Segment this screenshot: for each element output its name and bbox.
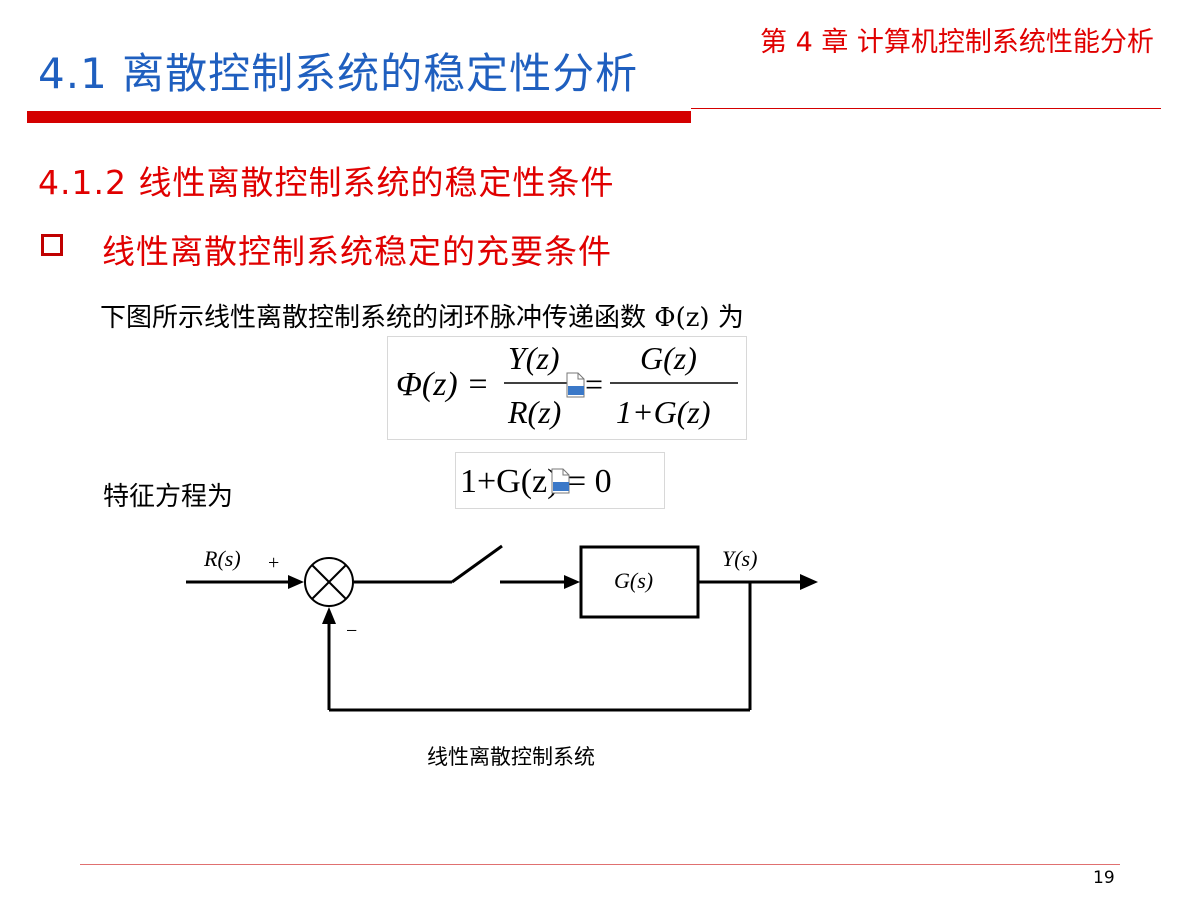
square-bullet-icon bbox=[41, 234, 63, 256]
subsection-title: 4.1.2 线性离散控制系统的稳定性条件 bbox=[38, 163, 615, 202]
output-label: Y(s) bbox=[722, 546, 757, 571]
footer-divider bbox=[80, 864, 1120, 865]
sampler-switch bbox=[451, 544, 503, 584]
fraction1-numerator: Y(z) bbox=[508, 340, 560, 376]
equation-lhs: Φ(z) = bbox=[396, 366, 489, 403]
plant-block bbox=[579, 545, 700, 619]
transfer-function-svg: Φ(z) = Y(z) R(z) = G(z) 1+G(z) bbox=[396, 340, 738, 430]
fraction2-numerator: G(z) bbox=[640, 340, 697, 376]
summing-cross-b bbox=[311, 564, 347, 600]
header-divider bbox=[691, 108, 1161, 109]
plus-sign: + bbox=[268, 552, 279, 574]
characteristic-equation-text: 1+G(z) = 0 bbox=[460, 463, 612, 500]
section-title: 4.1 离散控制系统的稳定性分析 bbox=[38, 49, 639, 98]
input-label: R(s) bbox=[203, 546, 241, 571]
diagram-caption: 线性离散控制系统 bbox=[427, 745, 595, 769]
intro-suffix: 为 bbox=[709, 303, 744, 333]
intro-symbol: Φ(z) bbox=[654, 303, 710, 333]
characteristic-equation-label: 特征方程为 bbox=[103, 482, 234, 512]
fraction1-denominator: R(z) bbox=[507, 394, 561, 430]
ole-object-icon bbox=[551, 468, 570, 494]
page-number: 19 bbox=[1093, 868, 1115, 888]
block-input-arrowhead bbox=[564, 575, 580, 589]
output-arrowhead bbox=[800, 574, 818, 590]
characteristic-equation-svg: 1+G(z) = 0 bbox=[460, 463, 612, 500]
input-arrowhead bbox=[288, 575, 304, 589]
ole-object-icon bbox=[566, 372, 585, 398]
plant-block-label: G(s) bbox=[614, 568, 653, 593]
header-red-bar bbox=[27, 111, 691, 123]
chapter-title: 第 4 章 计算机控制系统性能分析 bbox=[760, 27, 1154, 58]
fraction2-denominator: 1+G(z) bbox=[616, 394, 710, 430]
intro-sentence: 下图所示线性离散控制系统的闭环脉冲传递函数 Φ(z) 为 bbox=[100, 297, 744, 334]
minus-sign: − bbox=[346, 620, 357, 642]
equation-equals: = bbox=[585, 366, 603, 402]
feedback-arrowhead bbox=[322, 607, 336, 624]
bullet-heading: 线性离散控制系统稳定的充要条件 bbox=[102, 232, 612, 271]
transfer-function-equation[interactable]: Φ(z) = Y(z) R(z) = G(z) 1+G(z) bbox=[387, 336, 747, 440]
intro-prefix: 下图所示线性离散控制系统的闭环脉冲传递函数 bbox=[100, 303, 655, 333]
